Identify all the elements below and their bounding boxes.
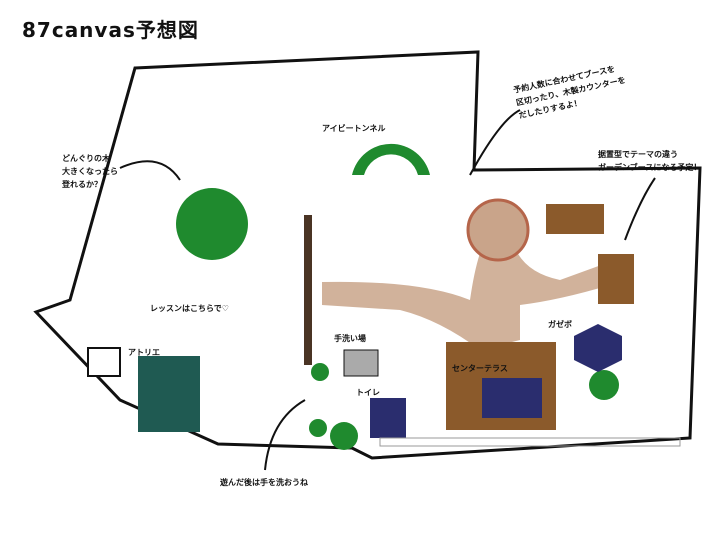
- label-atelier: アトリエ: [128, 348, 160, 357]
- note-line: どんぐりの木: [62, 154, 110, 163]
- ivy-tunnel: [352, 143, 430, 175]
- fence: [304, 215, 312, 365]
- toilet: [370, 398, 406, 438]
- wood-counter: [546, 204, 604, 234]
- label-center-terrace: センターテラス: [452, 364, 508, 373]
- acorn-tree: [176, 188, 248, 260]
- atelier-annex: [87, 347, 121, 377]
- note-acorn: どんぐりの木 大きくなったら 登れるか？: [62, 152, 118, 191]
- note-line: 登れるか？: [62, 180, 102, 189]
- handwash-station: [343, 349, 379, 377]
- walkway-path: [322, 225, 615, 350]
- page-title: 87canvas予想図: [22, 18, 199, 42]
- atelier-building: [138, 356, 200, 432]
- shrub: [309, 419, 327, 437]
- note-lesson: レッスンはこちらで♡: [150, 304, 229, 313]
- note-line: 大きくなったら: [62, 167, 118, 176]
- terrace-pond: [482, 378, 542, 418]
- circular-plaza: [466, 198, 530, 262]
- note-pointer: [624, 177, 656, 241]
- shrub: [311, 363, 329, 381]
- note-line: 据置型でテーマの違う: [598, 150, 678, 159]
- garden-booth: [598, 254, 634, 304]
- label-gazebo: ガゼボ: [548, 320, 572, 329]
- label-handwash: 手洗い場: [334, 334, 366, 343]
- shrub: [330, 422, 358, 450]
- note-line: ガーデンブースになる予定！: [598, 163, 702, 172]
- note-wash: 遊んだ後は手を洗おうね: [220, 478, 308, 487]
- note-garden: 据置型でテーマの違う ガーデンブースになる予定！: [598, 148, 701, 174]
- entrance-fence: [379, 437, 681, 447]
- gazebo: [574, 324, 622, 372]
- label-ivy-tunnel: アイビートンネル: [322, 124, 386, 133]
- site-boundary: [33, 50, 702, 460]
- note-pointer: [264, 399, 306, 471]
- note-pointer: [469, 109, 521, 176]
- shrub: [589, 370, 619, 400]
- note-pointer: [119, 160, 181, 181]
- label-toilet: トイレ: [356, 388, 380, 397]
